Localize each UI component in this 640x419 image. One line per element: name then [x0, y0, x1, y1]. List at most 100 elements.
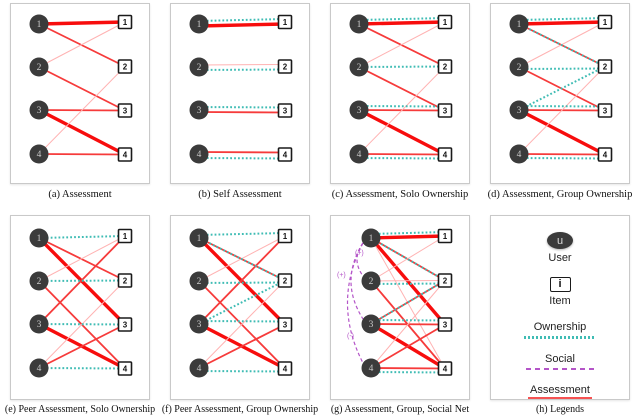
item-node-label: 3	[603, 107, 608, 116]
item-node-label: 1	[123, 18, 128, 27]
item-legend-label: Item	[549, 294, 571, 307]
assessment-edge	[357, 20, 447, 26]
social-edge	[346, 242, 364, 364]
ownership-edge	[370, 282, 446, 285]
ownership-edge	[198, 18, 286, 22]
user-node-label: 2	[37, 277, 42, 287]
legend-entry-ownership: Ownership	[524, 318, 596, 339]
social-edge-label: (+)	[337, 272, 346, 279]
user-node	[361, 358, 381, 378]
item-node	[117, 14, 133, 30]
assessment-edge	[38, 21, 126, 68]
assessment-edge	[369, 234, 447, 240]
user-node-label: 1	[37, 234, 42, 244]
item-node-label: 4	[603, 151, 608, 160]
user-node	[189, 358, 209, 378]
user-node-label: 4	[517, 150, 522, 160]
item-node	[597, 147, 613, 162]
ownership-edge	[358, 65, 446, 68]
ownership-edge	[518, 65, 606, 111]
assessment-edge	[517, 108, 607, 157]
user-node	[349, 14, 369, 34]
user-node	[361, 228, 381, 248]
assessment-edge	[357, 108, 447, 157]
item-node	[117, 103, 133, 118]
item-node-label: 3	[283, 107, 288, 116]
item-node	[277, 103, 293, 118]
user-node-label: 4	[37, 150, 42, 160]
user-symbol: u	[556, 234, 564, 247]
item-node	[117, 228, 133, 244]
item-node-label: 2	[123, 277, 128, 286]
legend-entry-social: Social	[526, 350, 594, 370]
panel-caption-d: (d) Assessment, Group Ownership	[487, 189, 633, 200]
user-node	[361, 314, 381, 334]
item-node-label: 3	[283, 321, 288, 330]
ownership-edge	[198, 232, 286, 236]
ownership-edge	[38, 235, 126, 239]
assessment-edge	[198, 111, 286, 114]
user-node-label: 2	[37, 63, 42, 73]
assessment-edge	[38, 66, 126, 155]
user-node	[361, 271, 381, 291]
ownership-edge	[358, 157, 446, 160]
item-node-label: 3	[123, 321, 128, 330]
item-node	[277, 317, 293, 332]
legend-canvas: u User i Item Ownership Social Assessmen…	[490, 215, 630, 400]
assessment-edge	[198, 323, 286, 369]
item-node	[117, 59, 133, 74]
legend-entry-assessment: Assessment	[528, 381, 592, 399]
user-node	[509, 144, 529, 164]
ownership-edge	[518, 67, 606, 70]
assessment-edge	[38, 23, 126, 68]
assessment-edge	[518, 66, 606, 155]
ownership-edge	[198, 320, 286, 323]
item-node-label: 4	[283, 151, 288, 160]
ownership-edge	[370, 237, 446, 282]
item-node	[277, 228, 293, 244]
user-legend-label: User	[548, 252, 572, 265]
panel-caption-h: (h) Legends	[535, 404, 585, 415]
assessment-edge	[38, 66, 126, 112]
ownership-edge	[198, 157, 286, 160]
item-node	[117, 361, 133, 376]
item-node-label: 2	[443, 63, 448, 72]
assessment-edge	[198, 64, 286, 66]
item-node	[277, 59, 293, 74]
item-node-label: 4	[283, 365, 288, 374]
ownership-edge	[38, 279, 126, 282]
assessment-edge	[518, 153, 606, 156]
item-node-label: 2	[123, 63, 128, 72]
ownership-edge	[198, 281, 286, 284]
user-node-label: 4	[369, 364, 374, 374]
item-node-label: 3	[443, 321, 448, 330]
assessment-edge	[198, 235, 286, 325]
user-node	[29, 57, 49, 77]
ownership-edge	[358, 17, 446, 21]
user-node-label: 1	[197, 20, 202, 30]
user-node	[29, 358, 49, 378]
assessment-edge	[198, 151, 286, 154]
assessment-edge	[358, 66, 446, 112]
ownership-legend-label: Ownership	[533, 320, 587, 333]
panel-caption-g: (g) Assessment, Group, Social Net	[330, 404, 470, 415]
assessment-legend-label: Assessment	[530, 383, 590, 396]
item-node-label: 1	[123, 232, 128, 241]
item-node-label: 3	[443, 107, 448, 116]
user-node-label: 1	[357, 20, 362, 30]
item-node-label: 4	[443, 151, 448, 160]
user-node-label: 2	[357, 63, 362, 73]
item-node	[277, 361, 293, 376]
assessment-edge	[197, 22, 287, 28]
assessment-edge	[38, 237, 126, 282]
user-node	[29, 228, 49, 248]
user-node	[509, 100, 529, 120]
